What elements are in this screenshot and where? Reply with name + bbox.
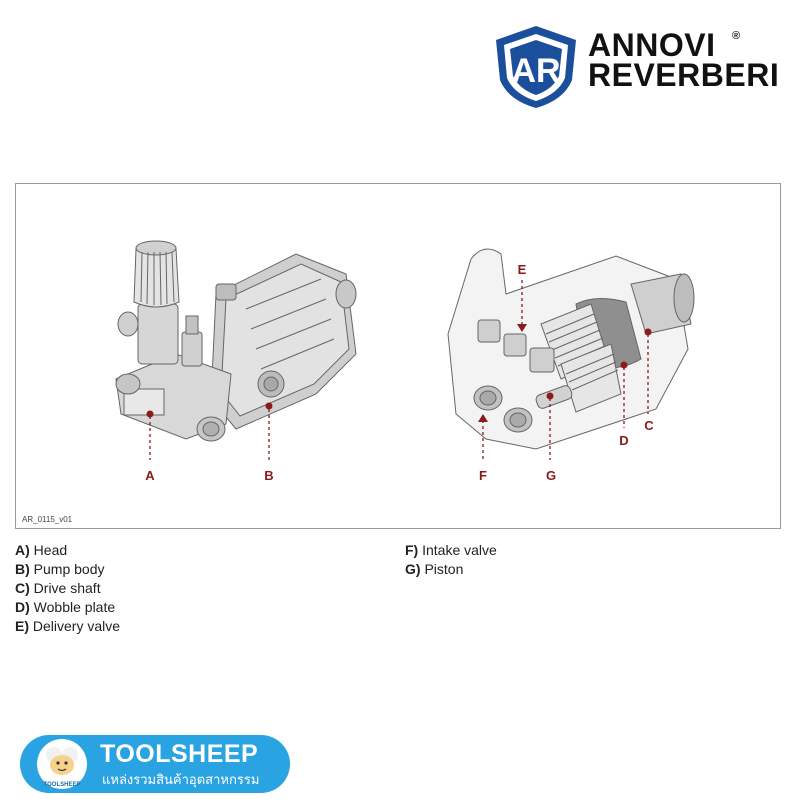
toolsheep-badge: TOOLSHEEP TOOLSHEEP แหล่งรวมสินค้าอุตสาห… [20, 735, 290, 793]
legend-key: F) [405, 542, 419, 558]
legend-label: Piston [424, 561, 464, 577]
callout-f-arrow-icon [478, 414, 488, 422]
legend-key: A) [15, 542, 30, 558]
legend-label: Drive shaft [33, 580, 101, 596]
callout-a: A [145, 468, 155, 483]
callout-d: D [619, 433, 628, 448]
pump-illustration: A B C D E F G [115, 240, 695, 483]
legend-key: C) [15, 580, 30, 596]
legend-item: F) Intake valve [405, 541, 497, 560]
callout-f: F [479, 468, 487, 483]
pump-diagram: A B C D E F G AR_0115_v01 [15, 183, 781, 529]
callout-leaders [149, 280, 649, 460]
pump-cutaway-illustration [447, 248, 695, 450]
legend-label: Intake valve [422, 542, 497, 558]
legend-item: B) Pump body [15, 560, 120, 579]
brand-logo: AR ANNOVI REVERBERI ® [492, 24, 782, 114]
callout-e-arrow-icon [517, 324, 527, 332]
sheep-mascot-icon: TOOLSHEEP [37, 739, 87, 789]
legend-item: G) Piston [405, 560, 497, 579]
legend-item: A) Head [15, 541, 120, 560]
callout-markers [146, 324, 652, 422]
legend-label: Pump body [33, 561, 105, 577]
mascot-text: TOOLSHEEP [44, 782, 81, 788]
brand-name-line1: ANNOVI [588, 27, 716, 63]
callout-g: G [546, 468, 556, 483]
ar-shield-logo-icon: AR [496, 26, 576, 108]
legend-key: E) [15, 618, 29, 634]
legend-item: D) Wobble plate [15, 598, 120, 617]
legend-label: Wobble plate [33, 599, 116, 615]
callout-e: E [518, 262, 527, 277]
callout-b: B [264, 468, 273, 483]
legend-item: E) Delivery valve [15, 617, 120, 636]
legend-right: F) Intake valve G) Piston [405, 541, 497, 579]
legend-left: A) Head B) Pump body C) Drive shaft D) W… [15, 541, 120, 636]
legend-key: G) [405, 561, 421, 577]
registered-mark: ® [732, 30, 741, 42]
legend-item: C) Drive shaft [15, 579, 120, 598]
callout-c: C [644, 418, 654, 433]
legend-key: D) [15, 599, 30, 615]
diagram-code: AR_0115_v01 [22, 515, 73, 524]
legend-label: Delivery valve [32, 618, 121, 634]
brand-name: ANNOVI REVERBERI [588, 27, 780, 93]
legend-label: Head [33, 542, 68, 558]
ar-mark-text: AR [511, 52, 560, 90]
legend-key: B) [15, 561, 30, 577]
badge-title: TOOLSHEEP [100, 740, 259, 768]
badge-subtitle: แหล่งรวมสินค้าอุตสาหกรรม [102, 772, 260, 787]
assembled-pump-illustration [115, 240, 357, 442]
brand-name-line2: REVERBERI [588, 57, 780, 93]
